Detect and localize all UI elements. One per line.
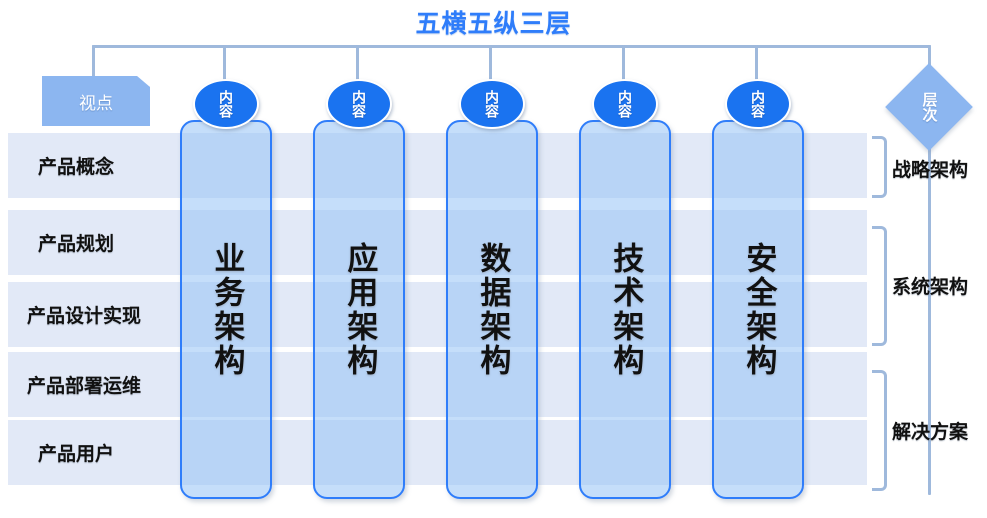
layer-label-solution: 解决方案	[892, 422, 969, 443]
column-label-security-architecture: 安全架构	[741, 241, 777, 378]
column-label-business-architecture: 业务架构	[209, 241, 245, 378]
connector-drop-layer	[928, 45, 931, 495]
content-bubble-column-3[interactable]: 内容	[459, 79, 525, 129]
connector-drop-column-4	[622, 45, 625, 83]
content-bubble-label-4: 内容	[617, 90, 633, 118]
connector-drop-column-5	[755, 45, 758, 83]
connector-drop-column-3	[489, 45, 492, 83]
column-application-architecture[interactable]: 应用架构	[313, 120, 405, 499]
row-label-product-deploy: 产品部署运维	[27, 376, 142, 397]
viewpoint-tag[interactable]: 视点	[42, 76, 150, 126]
column-label-data-architecture: 数据架构	[475, 241, 511, 378]
content-bubble-label-2: 内容	[351, 90, 367, 118]
content-bubble-column-2[interactable]: 内容	[326, 79, 392, 129]
viewpoint-tag-label: 视点	[79, 93, 113, 113]
column-label-application-architecture: 应用架构	[342, 241, 378, 378]
connector-drop-viewpoint	[92, 45, 95, 79]
column-business-architecture[interactable]: 业务架构	[180, 120, 272, 499]
content-bubble-label-3: 内容	[484, 90, 500, 118]
connector-drop-column-1	[223, 45, 226, 83]
row-label-product-concept: 产品概念	[38, 157, 115, 178]
layer-bracket-solution	[872, 370, 887, 491]
layer-bracket-system	[872, 226, 887, 346]
row-label-product-user: 产品用户	[38, 444, 115, 465]
column-label-technology-architecture: 技术架构	[608, 241, 644, 378]
row-label-product-design: 产品设计实现	[27, 306, 142, 327]
column-data-architecture[interactable]: 数据架构	[446, 120, 538, 499]
content-bubble-label-5: 内容	[750, 90, 766, 118]
content-bubble-column-4[interactable]: 内容	[592, 79, 658, 129]
column-security-architecture[interactable]: 安全架构	[712, 120, 804, 499]
row-label-product-planning: 产品规划	[38, 234, 115, 255]
layer-bracket-strategic	[872, 136, 887, 198]
layer-tag-label: 层次	[920, 92, 938, 122]
connector-horizontal-spine	[92, 45, 931, 48]
layer-tag[interactable]: 层次	[898, 76, 960, 138]
layer-label-system: 系统架构	[892, 277, 969, 298]
content-bubble-column-1[interactable]: 内容	[193, 79, 259, 129]
content-bubble-label-1: 内容	[218, 90, 234, 118]
layer-label-strategic: 战略架构	[892, 160, 969, 181]
content-bubble-column-5[interactable]: 内容	[725, 79, 791, 129]
column-technology-architecture[interactable]: 技术架构	[579, 120, 671, 499]
connector-drop-column-2	[356, 45, 359, 83]
page-title: 五横五纵三层	[415, 10, 572, 38]
